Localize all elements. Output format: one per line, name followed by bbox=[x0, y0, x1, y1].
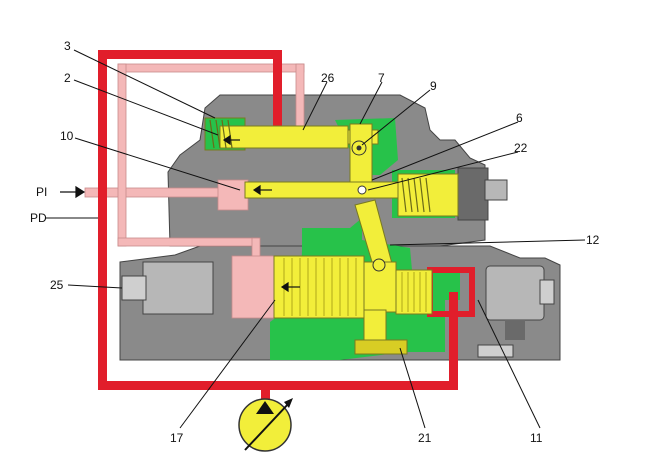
top-spool bbox=[219, 125, 349, 149]
label-12: 12 bbox=[586, 233, 600, 247]
variable-displacement-arrowhead bbox=[284, 398, 293, 408]
label-3: 3 bbox=[64, 39, 71, 53]
spring-adjust-nut bbox=[484, 179, 508, 201]
large-control-piston bbox=[273, 255, 365, 319]
swashplate-foot bbox=[354, 339, 408, 355]
label-7: 7 bbox=[378, 71, 385, 85]
spring-coils bbox=[401, 177, 431, 213]
pi-arrow-head bbox=[75, 185, 86, 199]
pink-line-mid bbox=[117, 237, 259, 247]
small-piston-grooves bbox=[401, 272, 427, 312]
left-end-cap bbox=[142, 261, 214, 315]
label-10: 10 bbox=[60, 129, 74, 143]
bottom-pin bbox=[477, 344, 514, 358]
label-22: 22 bbox=[514, 141, 528, 155]
label-11: 11 bbox=[530, 431, 543, 445]
callout-labels: 3 2 26 7 9 6 10 22 PI PD 12 25 17 21 11 bbox=[30, 39, 600, 445]
pink-line-top-drop bbox=[295, 63, 305, 129]
label-pd: PD bbox=[30, 211, 47, 225]
label-21: 21 bbox=[418, 431, 432, 445]
label-6: 6 bbox=[516, 111, 523, 125]
large-piston-chamber bbox=[231, 255, 275, 319]
variable-displacement-arrow bbox=[244, 401, 291, 451]
pump-body bbox=[238, 398, 292, 452]
pump-symbol bbox=[238, 398, 293, 452]
red-line-left bbox=[98, 50, 107, 390]
red-line-pump-feed bbox=[261, 381, 270, 403]
lever-pivot-center bbox=[356, 145, 362, 151]
label-9: 9 bbox=[430, 79, 437, 93]
rod-pivot bbox=[357, 185, 367, 195]
label-pi: PI bbox=[36, 185, 47, 199]
bottom-boss bbox=[505, 320, 525, 340]
spring-housing bbox=[457, 167, 489, 221]
leader-lines bbox=[46, 49, 586, 429]
right-adjust-screw bbox=[539, 279, 555, 305]
signal-lines bbox=[84, 63, 305, 319]
red-line-bottom bbox=[98, 381, 458, 390]
red-line-top bbox=[98, 50, 282, 59]
pump-direction-triangle bbox=[256, 401, 274, 414]
link-pivot bbox=[372, 258, 386, 272]
label-2: 2 bbox=[64, 71, 71, 85]
label-17: 17 bbox=[170, 431, 184, 445]
right-end-cap bbox=[485, 265, 545, 321]
pink-line-left-drop bbox=[117, 63, 127, 247]
label-26: 26 bbox=[321, 71, 335, 85]
left-adjust-screw bbox=[121, 275, 147, 301]
flow-arrows bbox=[60, 134, 300, 293]
label-25: 25 bbox=[50, 278, 64, 292]
red-line-top-drop bbox=[273, 50, 282, 128]
red-line-right-rise bbox=[449, 292, 458, 390]
top-spring-coils bbox=[209, 119, 233, 149]
